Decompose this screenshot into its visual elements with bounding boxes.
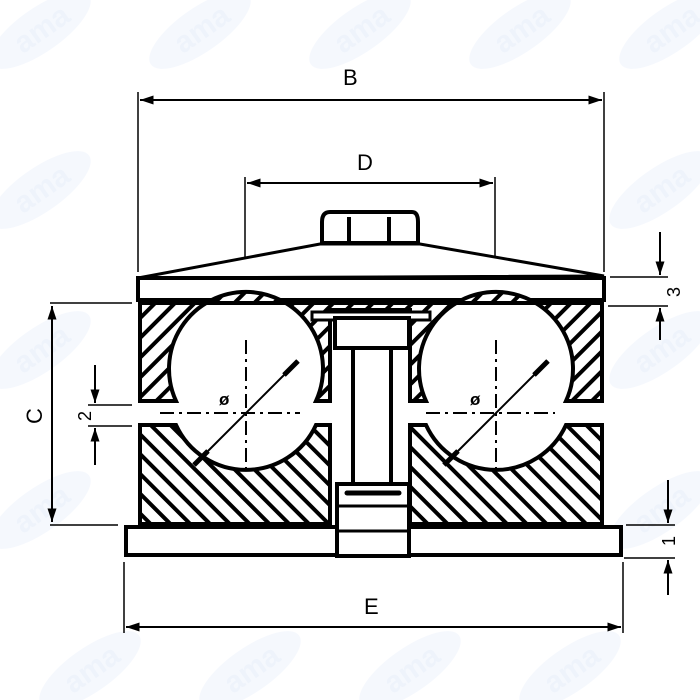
hex-nut [320,210,420,245]
dimension-label-e: E [364,594,379,619]
dimension-e: E [123,562,624,633]
pipe-bore-right: ø [426,340,555,475]
cover-plate [136,242,606,302]
dimension-base-plate: 1 [624,480,679,595]
diameter-symbol-right: ø [470,390,481,409]
bolt [333,316,411,558]
dimension-label-gap: 2 [75,411,95,421]
dimension-top-plate: 3 [608,232,684,340]
dimension-b: B [137,65,605,272]
bottom-clamp-half [138,423,604,526]
dimension-label-base-plate: 1 [659,536,679,546]
dimension-gap: 2 [75,365,132,465]
dimension-label-d: D [357,150,373,175]
dimension-label-c: C [22,408,47,424]
dimension-label-top-plate: 3 [664,287,684,297]
diameter-symbol-left: ø [219,390,230,409]
dimension-c: C [22,302,132,526]
dimension-label-b: B [343,65,358,90]
base-plate [124,525,623,557]
pipe-bore-left: ø [160,340,300,475]
